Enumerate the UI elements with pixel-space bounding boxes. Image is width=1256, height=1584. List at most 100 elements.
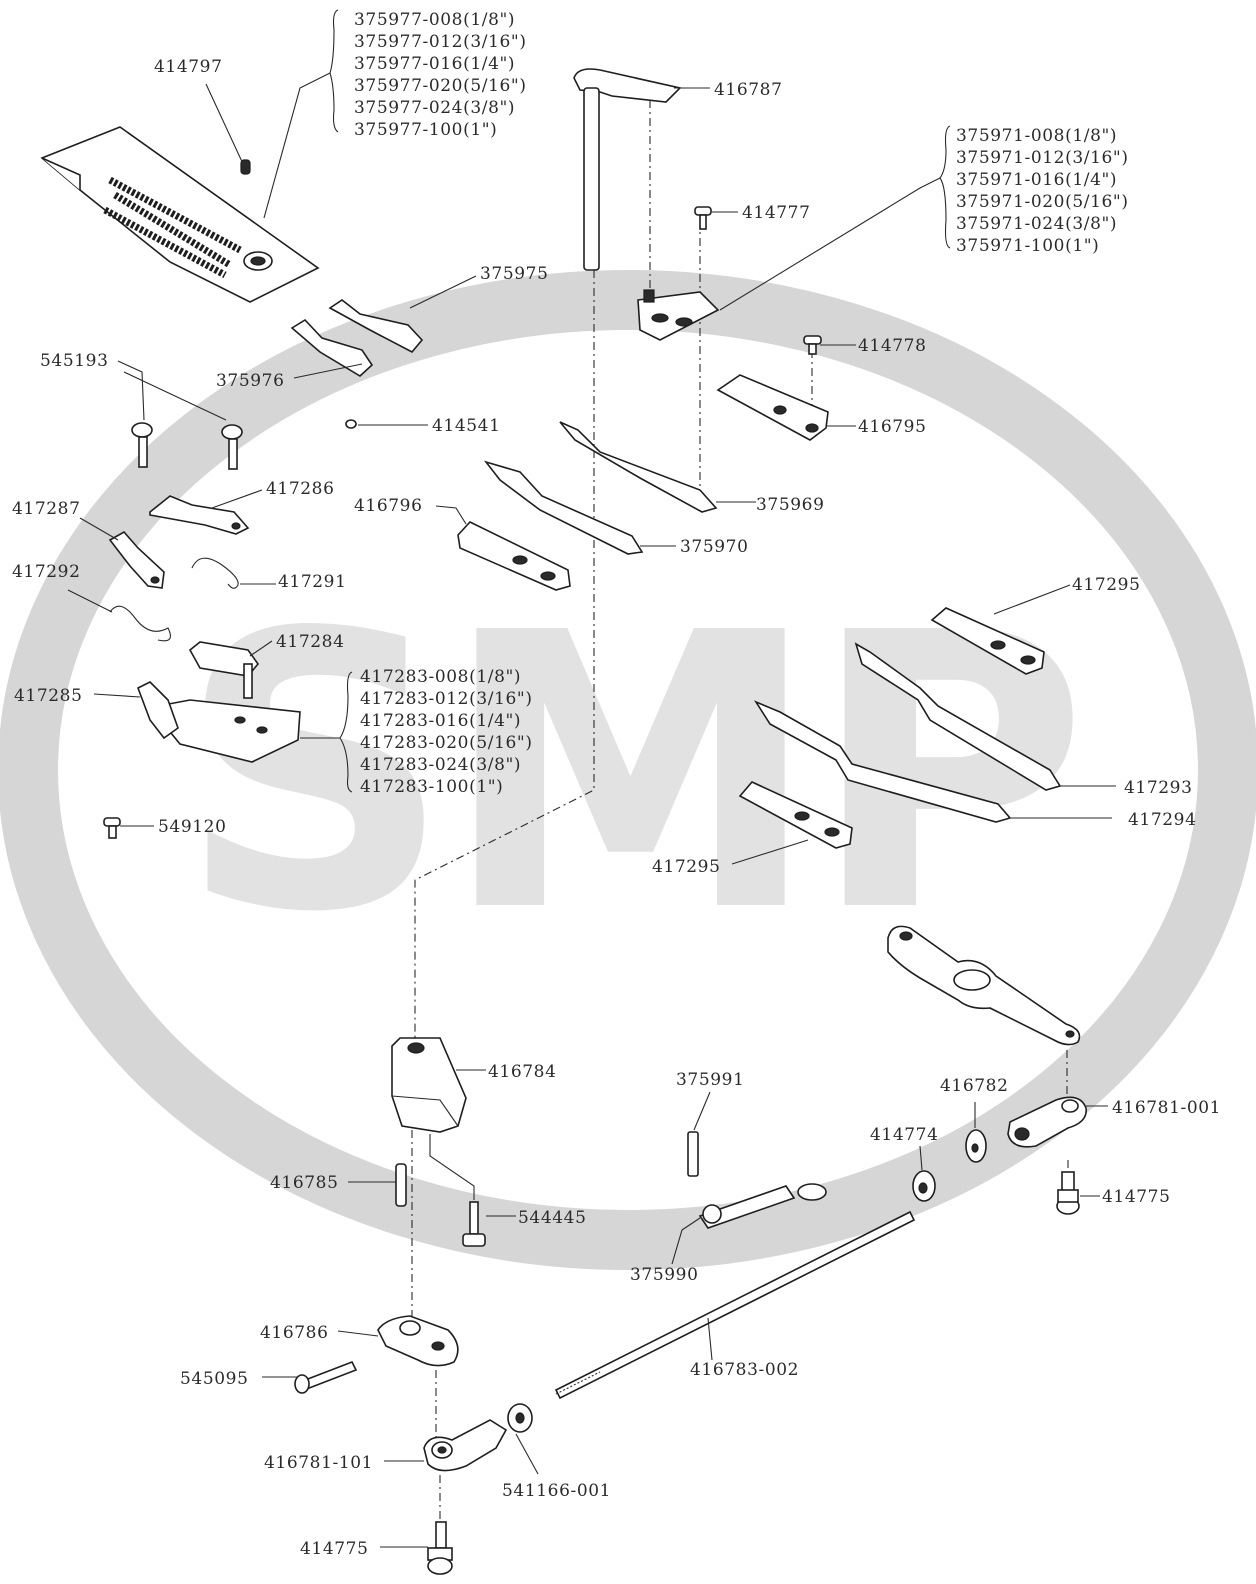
shoulder-screw-bottom bbox=[427, 1521, 453, 1575]
screw-414778 bbox=[803, 335, 822, 355]
label-417294: 417294 bbox=[1128, 810, 1197, 830]
label-375977-008: 375977-008(1/8") bbox=[354, 10, 515, 30]
screw-544445 bbox=[462, 1201, 486, 1247]
label-416782: 416782 bbox=[940, 1076, 1009, 1096]
knife-375970 bbox=[483, 460, 644, 555]
part-labels: 414797 375977-008(1/8") 375977-012(3/16"… bbox=[12, 10, 1221, 1559]
nut-414774 bbox=[912, 1170, 936, 1202]
pin-416785 bbox=[395, 1163, 407, 1207]
label-375971-020: 375971-020(5/16") bbox=[956, 192, 1129, 212]
knife-holder bbox=[136, 641, 301, 763]
label-416796: 416796 bbox=[354, 496, 423, 516]
label-375976: 375976 bbox=[216, 371, 285, 391]
plate-416795 bbox=[716, 374, 829, 441]
plate-375975 bbox=[328, 299, 424, 354]
rod-end-416781-001 bbox=[1007, 1096, 1087, 1148]
plate-417295-top bbox=[930, 607, 1045, 675]
label-417292: 417292 bbox=[12, 562, 81, 582]
label-375971-024: 375971-024(3/8") bbox=[956, 214, 1117, 234]
spring-417291 bbox=[191, 557, 239, 589]
plate-375976 bbox=[290, 318, 374, 377]
label-417283-100: 417283-100(1") bbox=[360, 777, 503, 797]
nut-541166-001 bbox=[507, 1403, 533, 1433]
knife-375969 bbox=[559, 421, 718, 513]
rod-end-416781-101 bbox=[423, 1419, 508, 1472]
label-375971-016: 375971-016(1/4") bbox=[956, 170, 1117, 190]
label-375977-012: 375977-012(3/16") bbox=[354, 32, 527, 52]
label-544445: 544445 bbox=[518, 1208, 587, 1228]
label-417283-024: 417283-024(3/8") bbox=[360, 755, 521, 775]
smp-watermark: SMP bbox=[0, 270, 1256, 1270]
label-414777: 414777 bbox=[742, 203, 811, 223]
label-416783-002: 416783-002 bbox=[690, 1360, 799, 1380]
label-416785: 416785 bbox=[270, 1173, 339, 1193]
label-375971-008: 375971-008(1/8") bbox=[956, 126, 1117, 146]
label-375971-012: 375971-012(3/16") bbox=[956, 148, 1129, 168]
label-375991: 375991 bbox=[676, 1070, 745, 1090]
label-414797: 414797 bbox=[154, 57, 223, 77]
block-416784 bbox=[391, 1037, 467, 1133]
label-375969: 375969 bbox=[756, 495, 825, 515]
label-375975: 375975 bbox=[480, 264, 549, 284]
label-375990: 375990 bbox=[630, 1265, 699, 1285]
label-375970: 375970 bbox=[680, 537, 749, 557]
spring-417292 bbox=[109, 605, 171, 642]
label-414775-right: 414775 bbox=[1102, 1187, 1171, 1207]
leader-lines bbox=[67, 72, 1116, 1548]
label-417283-020: 417283-020(5/16") bbox=[360, 733, 533, 753]
label-375977-024: 375977-024(3/8") bbox=[354, 98, 515, 118]
plate-416796 bbox=[457, 521, 571, 591]
label-545095: 545095 bbox=[180, 1369, 249, 1389]
screw-414777 bbox=[694, 206, 712, 230]
handle-375990 bbox=[698, 1183, 827, 1229]
feed-bar bbox=[573, 68, 682, 271]
lever-416786 bbox=[377, 1315, 459, 1367]
stud-375991 bbox=[687, 1131, 699, 1177]
screw-545193-right bbox=[221, 424, 243, 470]
label-416787: 416787 bbox=[714, 80, 783, 100]
label-549120: 549120 bbox=[158, 817, 227, 837]
screw-545095 bbox=[294, 1360, 358, 1394]
label-417285: 417285 bbox=[14, 686, 83, 706]
watermark-text: SMP bbox=[178, 552, 1078, 995]
label-417291: 417291 bbox=[278, 572, 347, 592]
label-414778: 414778 bbox=[858, 336, 927, 356]
label-416781-001: 416781-001 bbox=[1112, 1098, 1221, 1118]
feed-dog bbox=[637, 289, 720, 341]
screw-549120 bbox=[103, 817, 121, 839]
lever-417287 bbox=[108, 530, 165, 589]
label-417283-008: 417283-008(1/8") bbox=[360, 667, 521, 687]
label-417286: 417286 bbox=[266, 479, 335, 499]
throat-plate bbox=[40, 126, 320, 303]
screw-414541 bbox=[345, 419, 357, 429]
label-375971-100: 375971-100(1") bbox=[956, 236, 1099, 256]
rod-416783-002 bbox=[554, 1210, 916, 1400]
list-brackets bbox=[329, 9, 951, 793]
label-416784: 416784 bbox=[488, 1062, 557, 1082]
label-375977-016: 375977-016(1/4") bbox=[354, 54, 515, 74]
shoulder-screw-right bbox=[1056, 1171, 1080, 1215]
washer-416782 bbox=[965, 1129, 987, 1163]
label-414541: 414541 bbox=[432, 416, 501, 436]
label-417283-012: 417283-012(3/16") bbox=[360, 689, 533, 709]
label-375977-100: 375977-100(1") bbox=[354, 120, 497, 140]
label-416795: 416795 bbox=[858, 417, 927, 437]
label-417284: 417284 bbox=[276, 632, 345, 652]
label-541166-001: 541166-001 bbox=[502, 1481, 611, 1501]
label-416786: 416786 bbox=[260, 1323, 329, 1343]
label-417293: 417293 bbox=[1124, 778, 1193, 798]
label-417283-016: 417283-016(1/4") bbox=[360, 711, 521, 731]
label-414775-bottom: 414775 bbox=[300, 1539, 369, 1559]
label-417295-bottom: 417295 bbox=[652, 857, 721, 877]
crank-arm bbox=[887, 925, 1081, 1046]
screw-545193-left bbox=[131, 422, 153, 468]
label-417295-top: 417295 bbox=[1072, 575, 1141, 595]
lever-417286 bbox=[149, 495, 250, 535]
label-417287: 417287 bbox=[12, 499, 81, 519]
label-416781-101: 416781-101 bbox=[264, 1453, 373, 1473]
label-375977-020: 375977-020(5/16") bbox=[354, 76, 527, 96]
label-545193: 545193 bbox=[40, 351, 109, 371]
plate-417295-bottom bbox=[738, 781, 853, 849]
